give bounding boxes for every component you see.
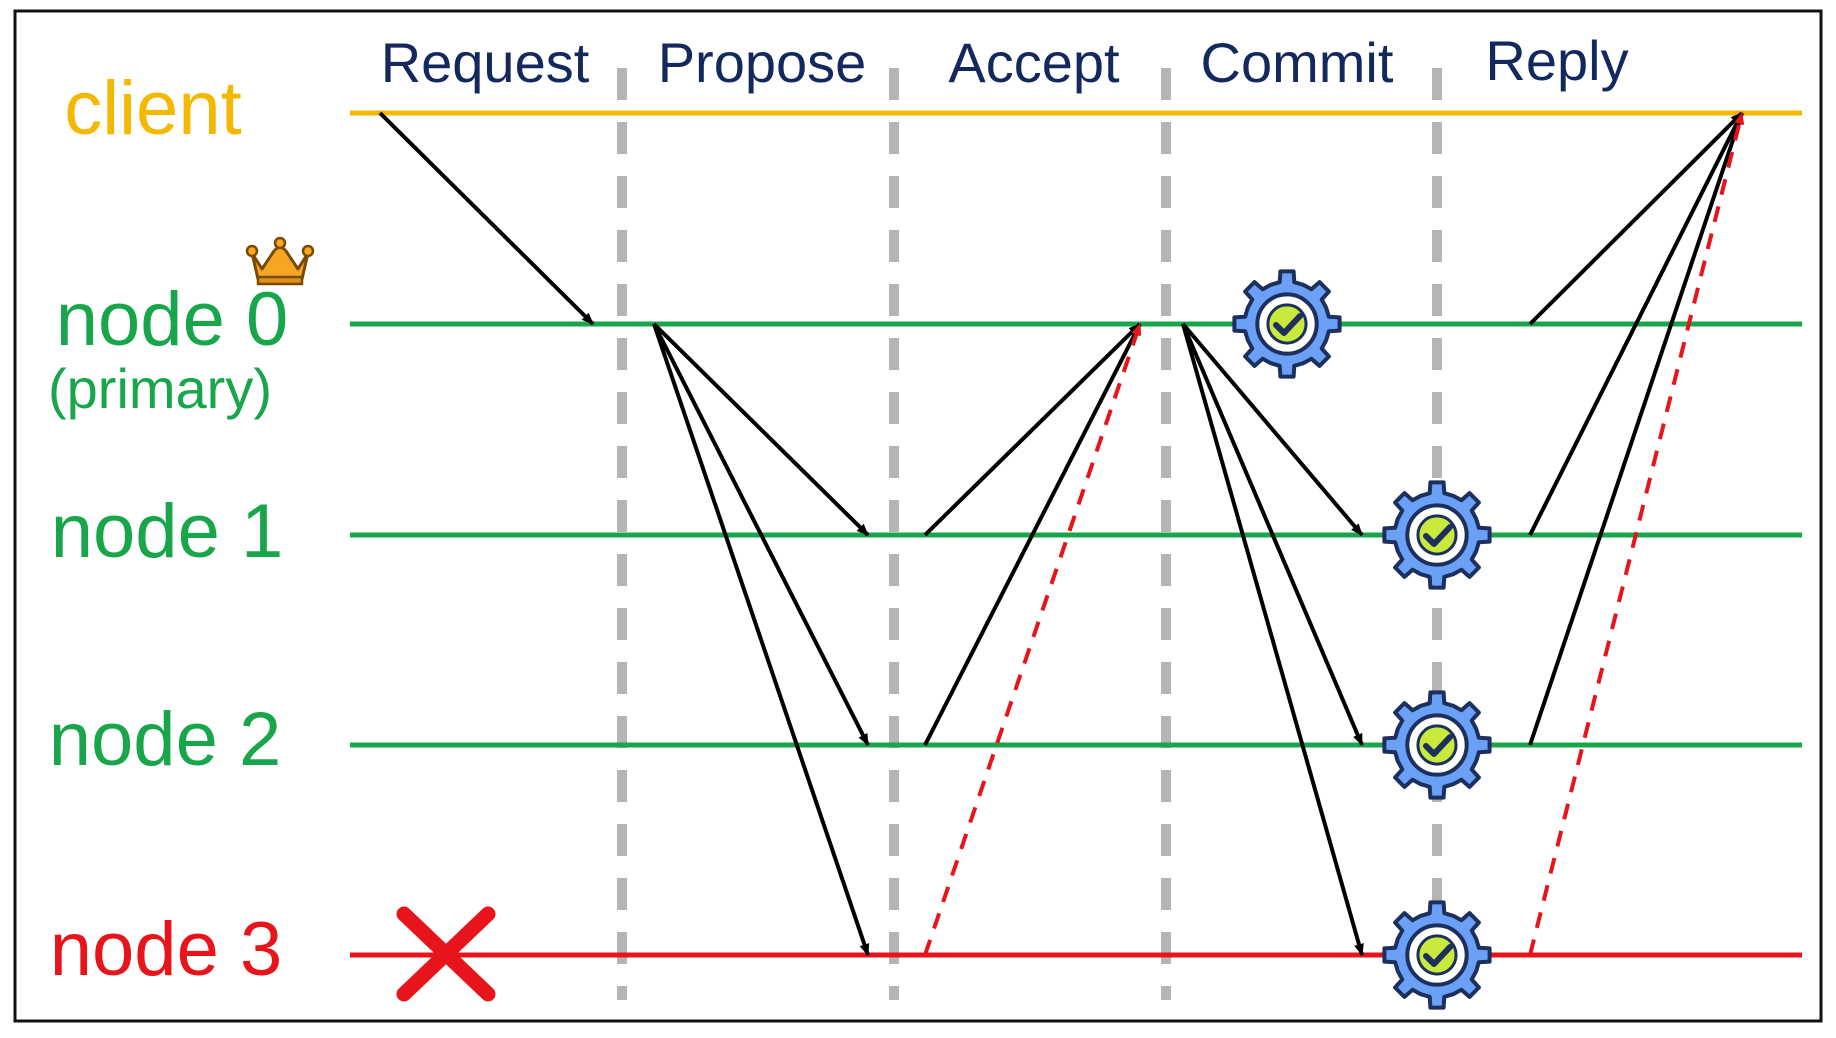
cross-icon [396, 906, 496, 1002]
message-reply-node2-to-client [1528, 112, 1744, 746]
lane-label-client: client [64, 66, 241, 151]
lane-label-node1: node 1 [51, 489, 283, 574]
message-propose-node0-to-node3 [652, 323, 870, 956]
phase-dividers [617, 68, 1442, 1000]
message-commit-node0-to-node1 [1181, 322, 1364, 537]
messages [378, 111, 1745, 956]
lane-sublabel-node0: (primary) [48, 357, 272, 420]
phase-labels: Request Propose Accept Commit Reply [381, 29, 1629, 94]
phase-label-propose: Propose [658, 31, 867, 94]
phase-label-accept: Accept [948, 31, 1120, 94]
execution-markers [1232, 269, 1492, 1010]
diagram-frame [13, 9, 1823, 1023]
gear-check-icon [1232, 269, 1342, 379]
message-accept-node2-to-node0 [923, 323, 1142, 746]
crown-icon [245, 236, 315, 286]
phase-label-request: Request [381, 31, 590, 94]
lane-label-node2: node 2 [49, 697, 281, 782]
message-request-client-to-node0 [378, 111, 595, 326]
message-reply-node1-to-client [1528, 112, 1744, 536]
message-propose-node0-to-node2 [652, 323, 870, 746]
lane-labels: client node 0 (primary) node 1 node 2 no… [48, 66, 288, 992]
gear-check-icon [1382, 900, 1492, 1010]
message-commit-node0-to-node3 [1181, 323, 1364, 956]
message-accept-node1-to-node0 [923, 322, 1142, 537]
message-reply-node3-to-client [1528, 112, 1745, 956]
phase-label-commit: Commit [1201, 31, 1394, 94]
lane-label-node3: node 3 [50, 907, 282, 992]
gear-check-icon [1382, 480, 1492, 590]
phase-label-reply: Reply [1485, 29, 1628, 92]
gear-check-icon [1382, 690, 1492, 800]
lane-label-node0: node 0 [56, 277, 288, 362]
message-propose-node0-to-node1 [652, 322, 870, 537]
message-reply-node0-to-client [1528, 111, 1744, 326]
message-commit-node0-to-node2 [1181, 323, 1364, 746]
